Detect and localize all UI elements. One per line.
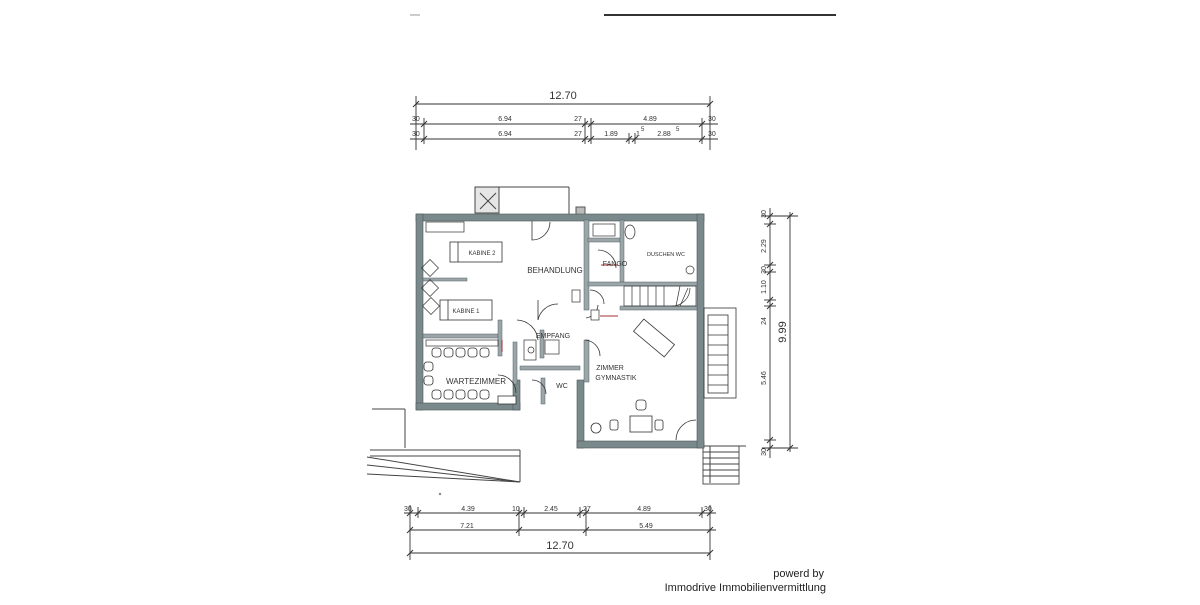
top-row2-seg: 5 — [676, 127, 680, 133]
door-swings — [497, 221, 697, 441]
bottom-row2-seg: 5.49 — [639, 523, 653, 530]
right-dim-seg: 2.29 — [761, 239, 768, 253]
kabine1-bed — [439, 299, 493, 321]
bottom-row1-seg: 30 — [704, 506, 712, 513]
top-dim-ticks — [412, 100, 714, 143]
top-row2-seg: 1.89 — [604, 131, 618, 138]
bottom-row1-seg: 10 — [512, 506, 520, 513]
top-row1-seg: 30 — [708, 116, 716, 123]
room-label-empfang: EMPFANG — [536, 333, 570, 340]
top-row1-seg: 6.94 — [498, 116, 512, 123]
right-dim-seg: 30 — [761, 266, 768, 274]
room-label-kabine1: KABINE 1 — [452, 309, 480, 315]
top-row1-seg: 27 — [574, 116, 582, 123]
bottom-row1-seg: 27 — [583, 506, 591, 513]
top-dimension-lines — [410, 96, 718, 150]
footer-line2: Immodrive Immobilienvermittlung — [664, 582, 826, 594]
bottom-row1-seg: 4.39 — [461, 506, 475, 513]
bottom-row2-seg: 7.21 — [460, 523, 474, 530]
kabine-cabinets — [421, 221, 499, 347]
kabine2-bed — [449, 241, 503, 263]
room-label-gymnastik: GYMNASTIK — [595, 375, 637, 382]
room-label-wartezimmer: WARTEZIMMER — [446, 377, 506, 386]
top-row2-seg: 30 — [412, 131, 420, 138]
right-dim-seg: 30 — [761, 448, 768, 456]
right-dim-seg: 24 — [761, 317, 768, 325]
room-label-zimmer: ZIMMER — [596, 365, 624, 372]
bottom-row1-seg: 30 — [404, 506, 412, 513]
room-label-wc: WC — [556, 383, 568, 390]
bottom-dim-ticks — [406, 509, 714, 557]
reception-desk — [523, 339, 560, 361]
staircase — [623, 285, 697, 307]
footer-line1: powerd by — [773, 568, 824, 580]
bottom-dimension-lines — [404, 505, 716, 560]
right-total-label: 9.99 — [777, 321, 789, 342]
bottom-row1-seg: 4.89 — [637, 506, 651, 513]
room-label-behandlung: BEHANDLUNG — [527, 266, 583, 275]
top-row1-seg: 30 — [412, 116, 420, 123]
bathroom-fixtures — [571, 223, 695, 321]
side-stairs — [703, 307, 737, 399]
window-marks — [501, 264, 618, 352]
top-row2-seg: 6.94 — [498, 131, 512, 138]
exterior-walls — [415, 213, 705, 449]
room-label-kabine2: KABINE 2 — [468, 251, 496, 257]
right-dim-seg: 30 — [761, 210, 768, 218]
gymnastics-equipment — [590, 318, 676, 434]
top-row2-seg: 30 — [708, 131, 716, 138]
waiting-chairs — [423, 347, 517, 405]
interior-walls — [422, 219, 698, 405]
room-label-duschen: DUSCHEN WC — [647, 252, 685, 258]
bottom-total-label: 12.70 — [546, 540, 574, 552]
right-dim-seg: 5.46 — [761, 371, 768, 385]
top-total-label: 12.70 — [549, 90, 577, 102]
scan-dot — [438, 492, 442, 496]
top-row2-seg: 5 — [641, 127, 645, 133]
bottom-row1-seg: 2.45 — [544, 506, 558, 513]
right-dim-ticks — [766, 212, 794, 452]
roof-access — [474, 186, 570, 216]
right-dim-seg: 1.10 — [761, 280, 768, 294]
terrace-stairs — [702, 445, 740, 485]
top-row2-seg: 2.88 — [657, 131, 671, 138]
room-label-fango: FANGO — [603, 261, 628, 268]
top-row2-seg: 27 — [574, 131, 582, 138]
footer-credit: powerd by Immodrive Immobilienvermittlun… — [665, 567, 826, 595]
top-row1-seg: 4.89 — [643, 116, 657, 123]
top-row2-seg: 1 — [636, 131, 640, 138]
